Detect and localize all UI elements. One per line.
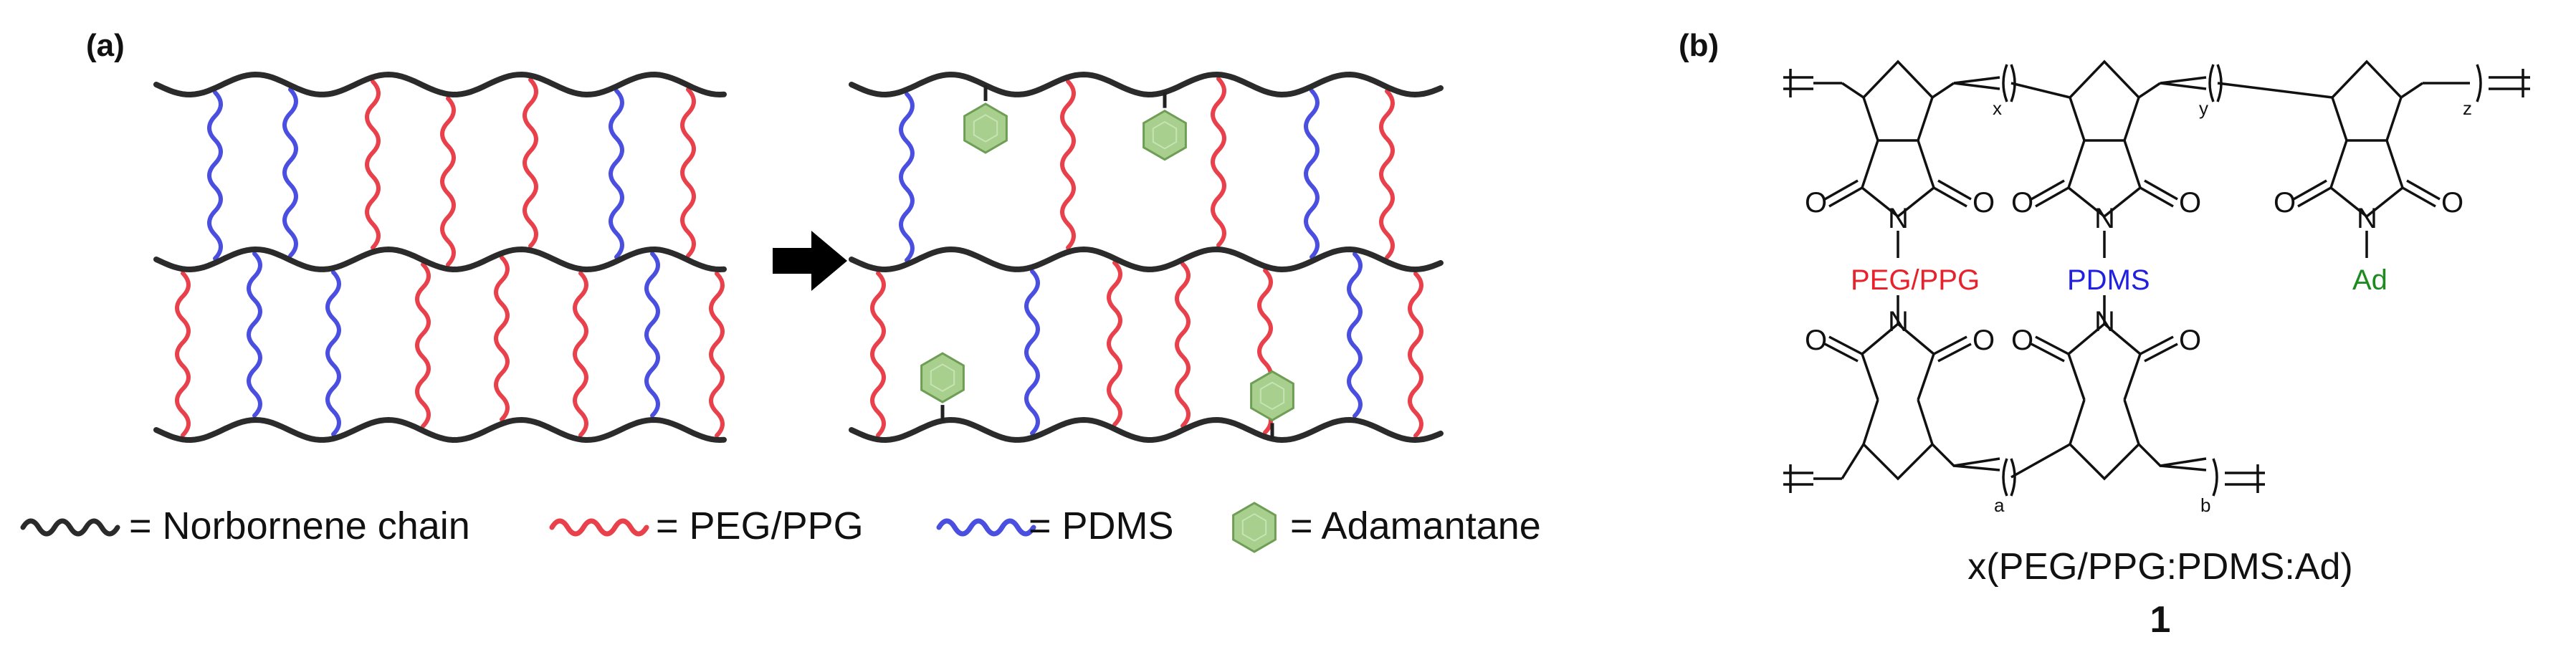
peg-ppg-crosslink <box>1408 271 1423 438</box>
norbornene-chain-icon <box>20 518 120 537</box>
peg-ppg-crosslink <box>494 255 510 422</box>
pdms-crosslink <box>247 252 262 418</box>
peg-ppg-crosslink <box>573 271 588 438</box>
adamantane-icon <box>1250 370 1294 422</box>
peg-ppg-crosslink <box>1060 79 1076 250</box>
oxygen-atom: O <box>2179 325 2201 356</box>
pdms-crosslink <box>1024 269 1040 436</box>
oxygen-atom: O <box>1972 325 1995 356</box>
nitrogen-atom: N <box>2094 306 2115 338</box>
adamantane-icon <box>1232 502 1277 553</box>
panel-b-label: (b) <box>1679 28 1719 63</box>
peg-ppg-crosslink <box>1175 262 1191 429</box>
pdms-crosslink <box>899 92 915 263</box>
nitrogen-atom: N <box>1888 203 1909 234</box>
legend: = Norbornene chain = PEG/PPG = PDMS = Ad… <box>20 502 1541 553</box>
peg-ppg-crosslink <box>1107 260 1122 427</box>
pdms-icon <box>936 518 1036 537</box>
legend-norbornene-label: = Norbornene chain <box>129 504 470 547</box>
subscript-y: y <box>2199 97 2208 119</box>
peg-ppg-substituent-label: PEG/PPG <box>1851 264 1980 296</box>
norbornene-chain <box>153 246 727 273</box>
subscript-x: x <box>1993 97 2002 119</box>
structure-bonds <box>1783 59 2530 497</box>
peg-ppg-crosslink <box>415 262 431 429</box>
pdms-substituent-label: PDMS <box>2067 264 2150 296</box>
pdms-crosslink <box>207 90 223 261</box>
adamantane-icon <box>963 102 1008 154</box>
pdms-crosslink <box>325 270 341 437</box>
peg-ppg-crosslink <box>870 271 886 438</box>
compound-number: 1 <box>2150 599 2171 641</box>
pdms-crosslink <box>644 252 660 418</box>
peg-ppg-crosslink <box>175 271 191 438</box>
peg-ppg-crosslink <box>1211 77 1226 248</box>
oxygen-atom: O <box>2274 187 2296 219</box>
pdms-crosslink <box>1304 88 1320 259</box>
nitrogen-atom: N <box>2357 203 2377 234</box>
oxygen-atom: O <box>2011 325 2033 356</box>
pdms-crosslink <box>1347 252 1363 418</box>
panel-a: (a) = Norbornene chain = PEG/PPG = PDMS … <box>20 28 1541 553</box>
nitrogen-atom: N <box>1888 306 1909 338</box>
legend-adamantane-label: = Adamantane <box>1290 504 1541 547</box>
ad-substituent-label: Ad <box>2352 264 2387 296</box>
network-after <box>849 71 1444 444</box>
norbornene-chain <box>153 71 727 98</box>
adamantane-icon <box>1142 109 1187 161</box>
peg-ppg-crosslink <box>365 79 381 250</box>
panel-a-label: (a) <box>86 28 125 63</box>
oxygen-atom: O <box>1805 187 1827 219</box>
norbornene-chain <box>849 71 1444 98</box>
legend-pdms-label: = PDMS <box>1029 504 1174 547</box>
norbornene-chain <box>153 416 727 444</box>
atom-labels: O O N O O N O O N N O O N O O PEG/PPG PD… <box>1805 97 2472 516</box>
subscript-b: b <box>2200 494 2210 516</box>
peg-ppg-crosslink <box>523 77 538 249</box>
oxygen-atom: O <box>2011 187 2033 219</box>
nitrogen-atom: N <box>2094 203 2115 234</box>
subscript-a: a <box>1994 494 2005 516</box>
pdms-crosslink <box>282 87 298 258</box>
adamantane-icon <box>920 352 965 403</box>
network-before <box>153 71 727 444</box>
subscript-z: z <box>2463 97 2472 119</box>
compound-caption: x(PEG/PPG:PDMS:Ad) <box>1967 546 2352 588</box>
peg-ppg-crosslink <box>680 87 696 258</box>
oxygen-atom: O <box>1972 187 1995 219</box>
pdms-crosslink <box>609 88 624 259</box>
peg-ppg-icon <box>549 518 649 537</box>
adamantane-icon <box>1232 502 1277 553</box>
norbornene-chain <box>849 416 1444 444</box>
oxygen-atom: O <box>1805 325 1827 356</box>
oxygen-atom: O <box>2179 187 2201 219</box>
legend-peg-label: = PEG/PPG <box>656 504 864 547</box>
peg-ppg-crosslink <box>709 271 725 438</box>
peg-ppg-crosslink <box>440 96 456 267</box>
right-arrow-icon <box>773 231 847 291</box>
oxygen-atom: O <box>2441 187 2463 219</box>
norbornene-chain <box>849 246 1444 273</box>
panel-b: (b) <box>1679 28 2530 641</box>
peg-ppg-crosslink <box>1379 89 1395 260</box>
